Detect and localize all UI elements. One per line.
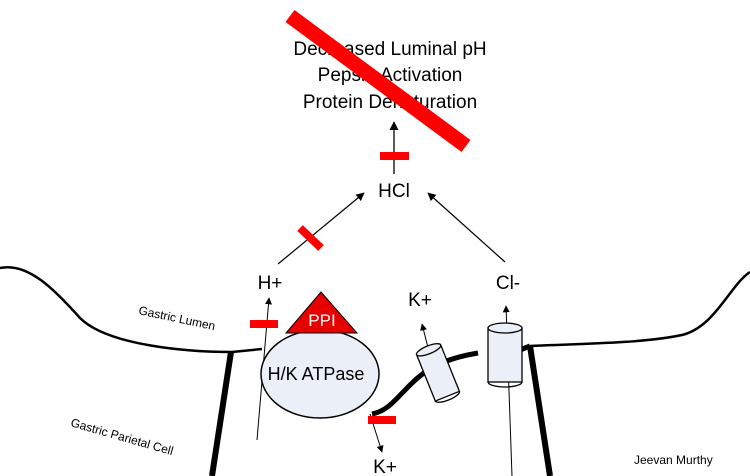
k-plus-top-label: K+: [408, 290, 432, 311]
gastric-parietal-cell-label: Gastric Parietal Cell: [69, 415, 175, 458]
ppi-label: PPI: [308, 311, 335, 330]
inhibition-bar-h-to-hcl: [297, 225, 324, 251]
strike-through-mark: [285, 9, 471, 153]
inhibition-bar-pump: [250, 320, 278, 328]
cl-minus-label: Cl-: [496, 273, 520, 294]
parietal-cell-wall-right: [527, 345, 553, 476]
lumen-membrane-right: [529, 270, 750, 348]
apical-membrane-right: [371, 350, 479, 417]
k-channel: [415, 343, 461, 403]
author-credit: Jeevan Murthy: [634, 453, 713, 467]
inhibition-bar-hcl: [380, 152, 409, 160]
inhibition-bar-k: [368, 416, 396, 424]
outcome-protein-denaturation: Protein Denaturation: [303, 92, 477, 113]
hcl-label: HCl: [378, 181, 410, 202]
h-k-atpase-label: H/K ATPase: [268, 364, 365, 384]
h-to-hcl-arrow: [277, 192, 365, 265]
lumen-membrane-left: [0, 265, 263, 354]
k-plus-bottom-label: K+: [373, 457, 397, 476]
cl-channel: [487, 322, 523, 388]
parietal-cell-wall-left: [209, 351, 234, 476]
ppi-triangle: [284, 291, 359, 334]
gastric-lumen-label: Gastric Lumen: [137, 303, 216, 333]
h-plus-label: H+: [258, 273, 283, 294]
cl-to-hcl-arrow: [427, 192, 506, 263]
